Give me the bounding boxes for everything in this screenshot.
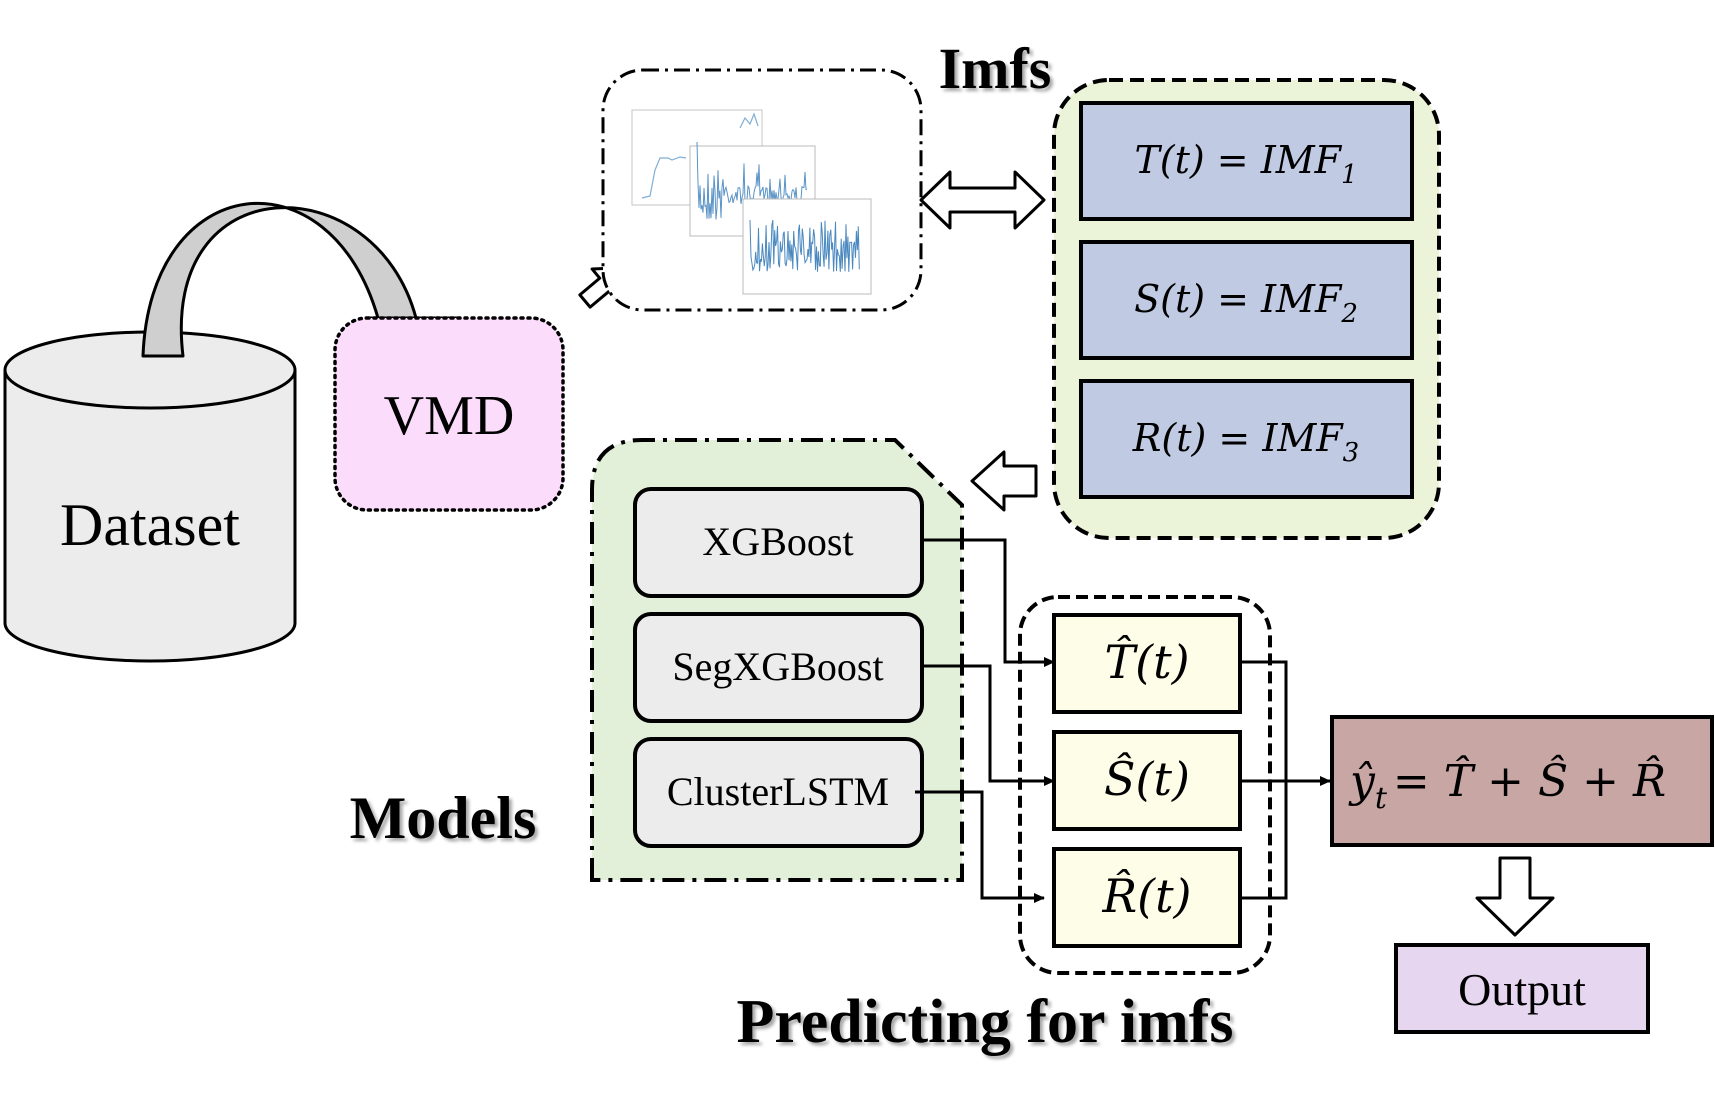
imf-plots-panel [601,68,923,312]
arrow-imfs-to-models [970,450,1038,512]
model-box: SegXGBoost [633,612,924,723]
prediction-box: R̂(t) [1052,847,1242,948]
predicting-title: Predicting for imfs [736,988,1233,1056]
imf-component-label: T(t) = IMF1 [1134,138,1357,190]
model-to-prediction-connectors [915,538,1055,903]
output-label: Output [1458,964,1586,1015]
double-arrow-plots-imfs [919,170,1046,230]
models-title: Models [350,785,537,851]
imf-component-box: S(t) = IMF2 [1079,240,1414,360]
imf-component-box: R(t) = IMF3 [1079,379,1414,499]
sum-lhs: ŷ [1348,756,1376,807]
prediction-box: Ŝ(t) [1052,730,1242,831]
model-box: ClusterLSTM [633,737,924,848]
dataset-label: Dataset [60,492,240,558]
connector-segxgboost [922,664,1055,786]
prediction-label: T̂(t) [1104,635,1189,689]
sum-lhs-subscript: t [1375,781,1388,816]
imf-plot-3 [742,198,872,295]
imf-component-box: T(t) = IMF1 [1079,101,1414,221]
model-label: ClusterLSTM [667,769,889,814]
model-box: XGBoost [633,487,924,598]
dataset-cylinder: Dataset [3,330,297,663]
vmd-box: VMD [333,316,565,512]
vmd-label: VMD [384,385,515,447]
model-label: SegXGBoost [672,644,883,689]
dataset-body [3,370,297,663]
arrow-sum-to-output [1475,856,1555,937]
prediction-label: Ŝ(t) [1104,751,1190,806]
imf-component-label: S(t) = IMF2 [1134,277,1358,329]
prediction-label: R̂(t) [1101,869,1191,923]
sum-formula: ŷt= T̂ + Ŝ + R̂ [1348,754,1666,816]
imfs-title: Imfs [939,36,1052,101]
sum-rhs: = T̂ + Ŝ + R̂ [1393,754,1666,807]
output-box: Output [1394,943,1650,1034]
connector-xgboost [922,538,1055,667]
prediction-to-sum-connectors [1240,660,1331,900]
prediction-box: T̂(t) [1052,613,1242,714]
imf-component-label: R(t) = IMF3 [1132,416,1359,468]
connector-clusterlstm [915,790,1045,903]
predictions-group: T̂(t) Ŝ(t) R̂(t) [1018,595,1272,975]
sum-box: ŷt= T̂ + Ŝ + R̂ [1330,715,1714,847]
model-label: XGBoost [702,519,853,564]
